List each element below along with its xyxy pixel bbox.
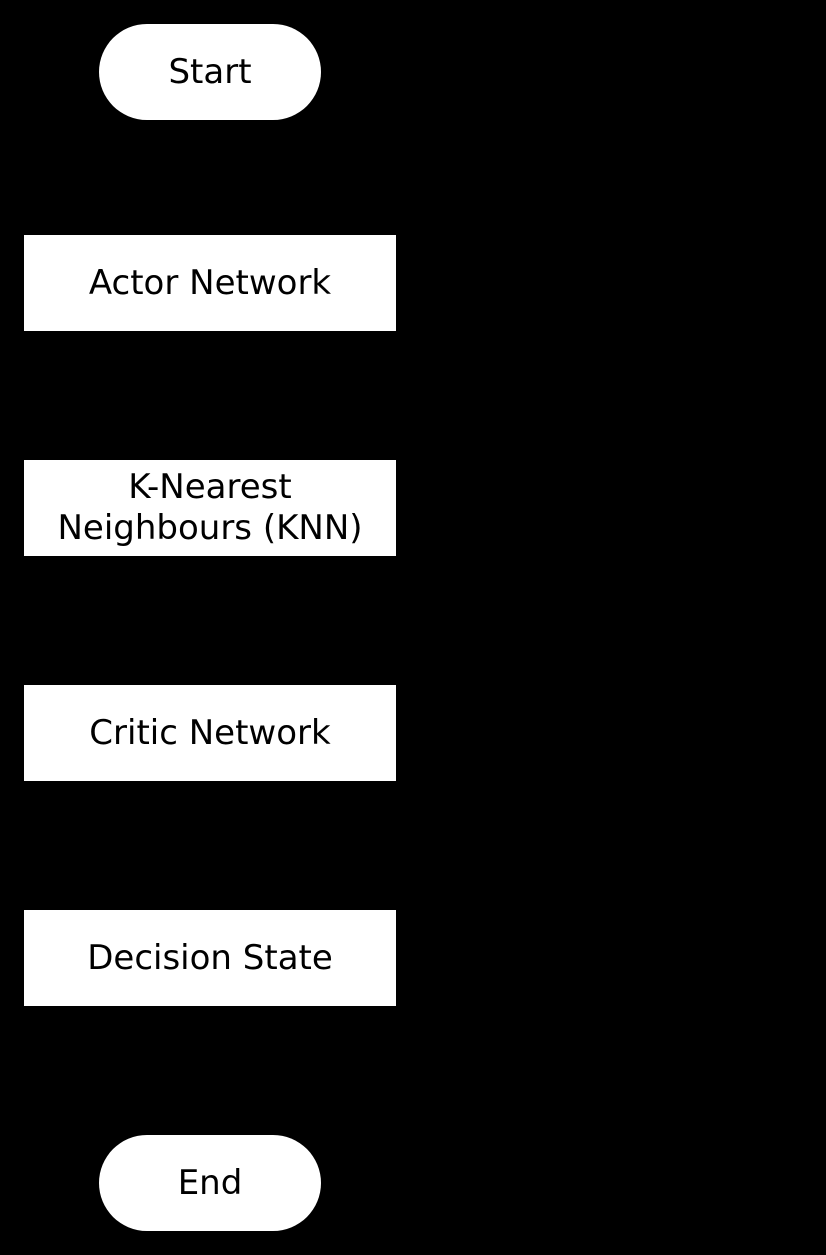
knn-label-line-2: Neighbours (KNN): [57, 508, 363, 548]
actor-network-label: Actor Network: [88, 262, 332, 303]
decision-state-label: Decision State: [87, 937, 333, 978]
actor-network-box: Actor Network: [24, 235, 396, 331]
end-terminal: End: [99, 1135, 321, 1231]
knn-box: K-Nearest Neighbours (KNN): [24, 460, 396, 556]
knn-label-line-1: K-Nearest: [128, 467, 292, 508]
start-label: Start: [168, 51, 252, 92]
end-label: End: [177, 1162, 243, 1203]
start-terminal: Start: [99, 24, 321, 120]
critic-network-box: Critic Network: [24, 685, 396, 781]
decision-state-box: Decision State: [24, 910, 396, 1006]
critic-network-label: Critic Network: [89, 712, 331, 753]
